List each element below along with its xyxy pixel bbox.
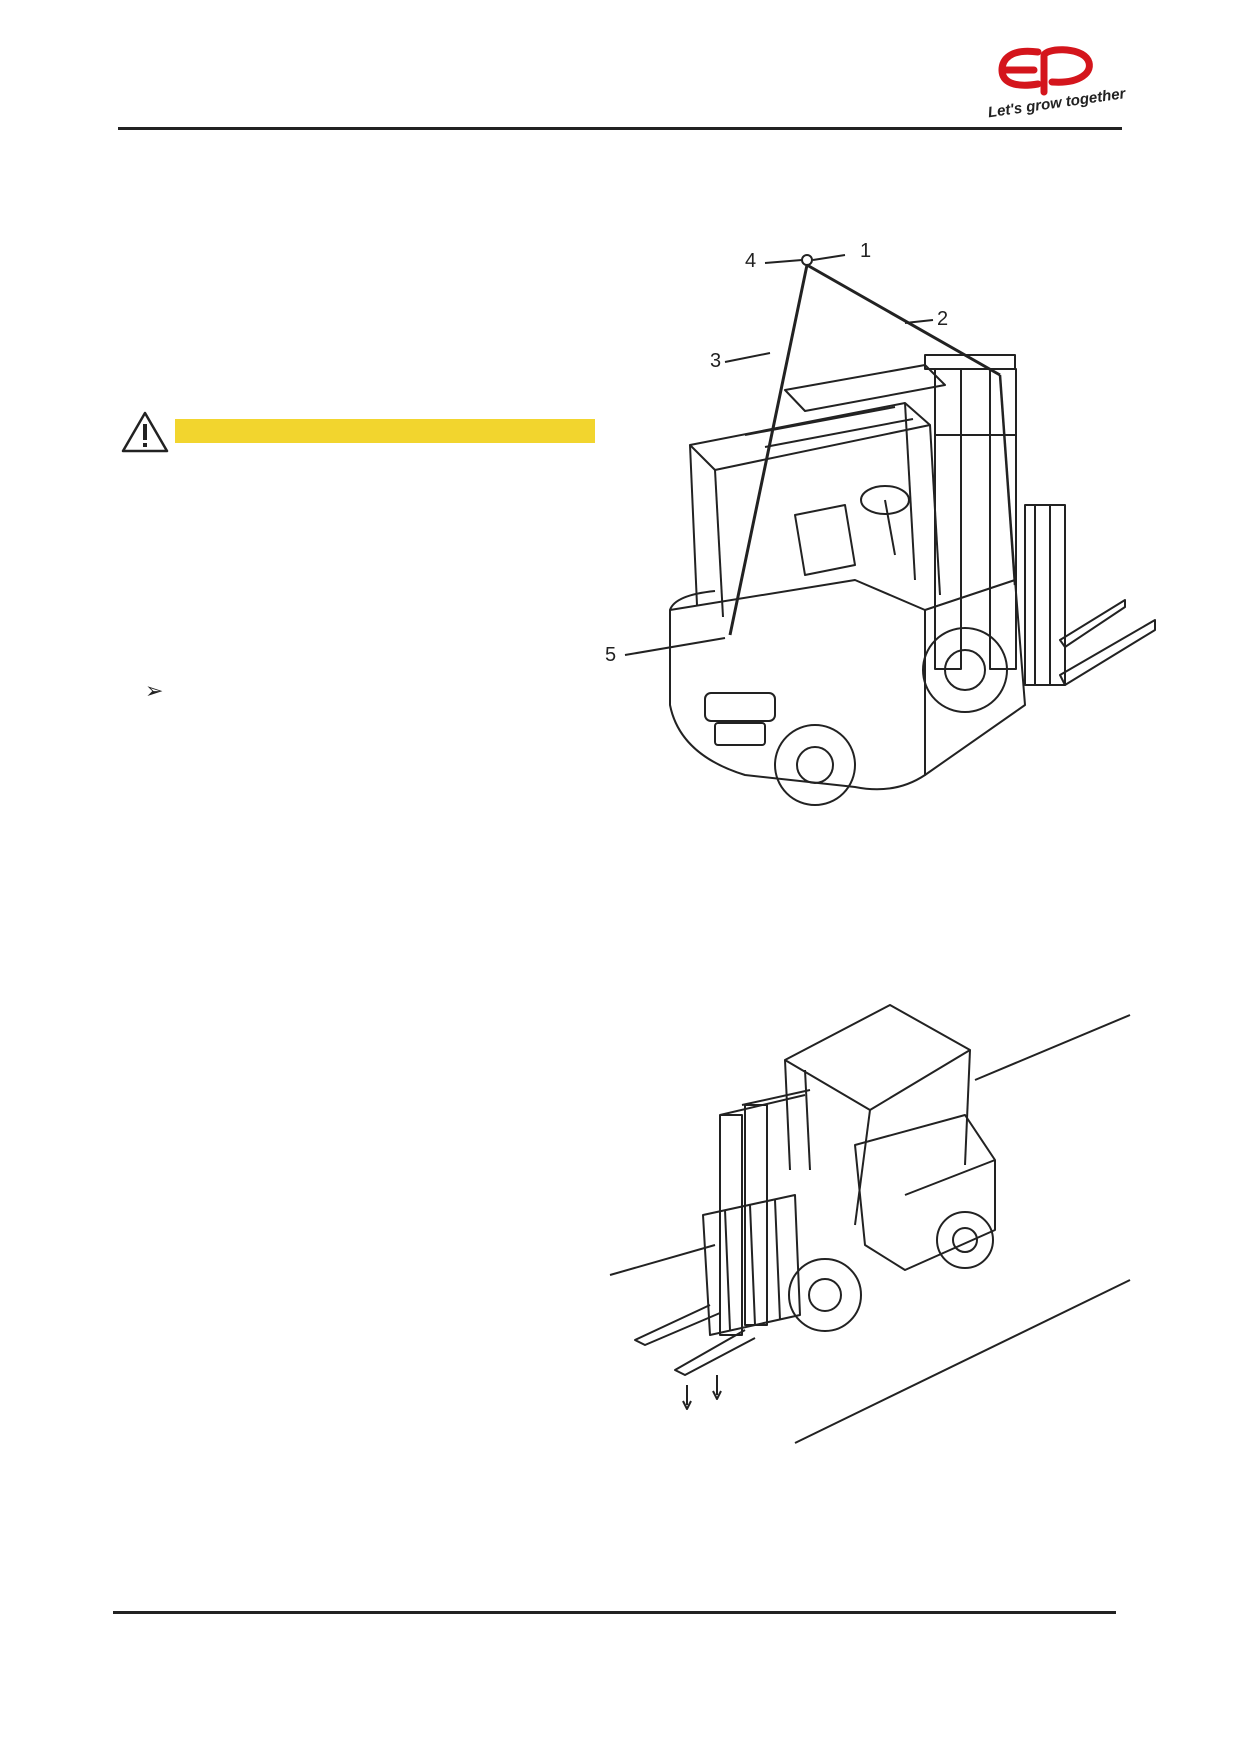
forklift-lifting-diagram: 1 2 3 4 5 xyxy=(605,240,1156,806)
ep-logo: Let's grow together xyxy=(987,46,1128,118)
callout-3: 3 xyxy=(710,350,721,372)
header-rule xyxy=(118,127,1122,130)
warning-triangle-icon xyxy=(121,411,169,453)
callout-5: 5 xyxy=(605,644,616,666)
callout-4: 4 xyxy=(745,250,756,272)
brand-slogan: Let's grow together xyxy=(987,85,1128,118)
callout-1: 1 xyxy=(860,240,871,262)
callout-2: 2 xyxy=(937,308,948,330)
arrowhead-bullet-icon: ➢ xyxy=(145,678,164,703)
footer-rule xyxy=(113,1611,1116,1614)
warning-bar xyxy=(175,419,595,443)
forklift-transport-diagram xyxy=(609,1004,1131,1444)
